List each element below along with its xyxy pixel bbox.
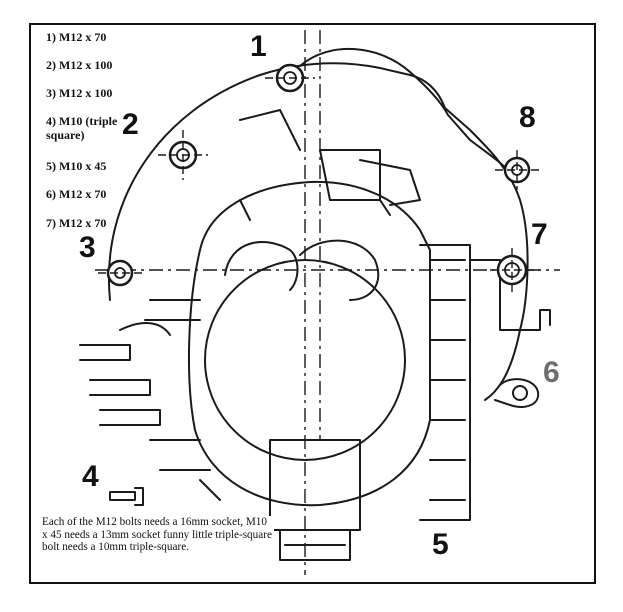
callout-4: 4 bbox=[82, 460, 99, 493]
bolt-spec-item: 2) M12 x 100 bbox=[46, 58, 113, 72]
diagram-frame bbox=[29, 23, 596, 584]
callout-1: 1 bbox=[250, 30, 267, 63]
top-bracket bbox=[319, 149, 381, 201]
side-case bbox=[419, 244, 471, 521]
bolt-spec-item: 5) M10 x 45 bbox=[46, 159, 107, 173]
left-linkage bbox=[79, 322, 171, 426]
bolt-spec-item: 7) M12 x 70 bbox=[46, 216, 107, 230]
lug-6 bbox=[494, 378, 540, 408]
callout-2: 2 bbox=[122, 108, 139, 141]
socket-size-note: Each of the M12 bolts needs a 16mm socke… bbox=[42, 516, 274, 554]
callout-3: 3 bbox=[79, 231, 96, 264]
bolt-spec-item: 3) M12 x 100 bbox=[46, 86, 113, 100]
callout-8: 8 bbox=[519, 101, 536, 134]
right-bracket bbox=[469, 259, 551, 331]
callout-5: 5 bbox=[432, 528, 449, 561]
upper-lobe-right bbox=[299, 239, 380, 301]
triple-square-bolt-shape bbox=[109, 491, 136, 501]
bolt-spec-item: 6) M12 x 70 bbox=[46, 187, 107, 201]
bolt-spec-item: 4) M10 (triple square) bbox=[46, 114, 118, 142]
bellhousing-outline bbox=[107, 62, 529, 401]
output-flange bbox=[269, 439, 361, 531]
upper-lobe-left bbox=[224, 241, 299, 291]
callout-7: 7 bbox=[531, 218, 548, 251]
bolt-spec-item: 1) M12 x 70 bbox=[46, 30, 107, 44]
upper-ear bbox=[299, 47, 516, 179]
callout-6: 6 bbox=[543, 356, 560, 389]
inner-housing bbox=[187, 180, 431, 507]
